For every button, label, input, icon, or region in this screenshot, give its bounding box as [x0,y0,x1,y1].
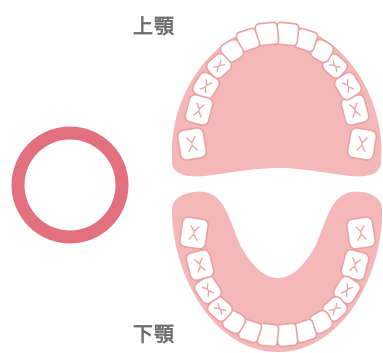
lower-tooth-14[interactable] [179,216,209,249]
lower-jaw-label: 下顎 [133,324,175,344]
lower-tooth-1[interactable] [346,216,376,249]
upper-jaw-label: 上顎 [133,16,175,36]
selection-ring[interactable] [18,133,122,237]
upper-tooth-1[interactable] [347,127,378,161]
lower-tooth-7[interactable] [276,323,298,347]
upper-tooth-14[interactable] [177,127,208,161]
